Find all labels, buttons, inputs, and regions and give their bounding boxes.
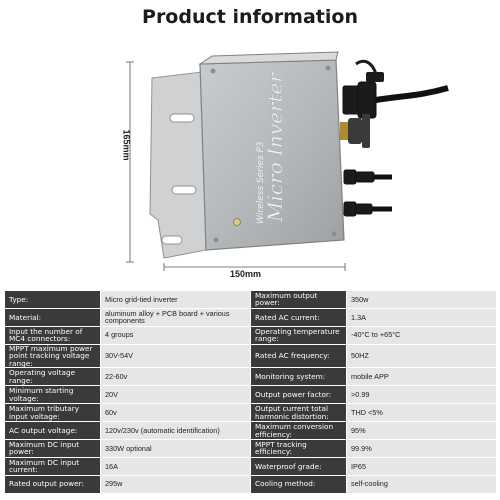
dust-cap (355, 59, 384, 82)
spec-value: 295w (100, 474, 251, 494)
spec-value: -40°C to +65°C (346, 325, 497, 345)
spec-value: 50HZ (346, 343, 497, 369)
spec-value: 120v/230v (automatic identification) (100, 421, 251, 441)
spec-value: 95% (346, 421, 497, 441)
table-row: Type: Micro grid-tied inverter Maximum o… (4, 290, 497, 309)
spec-key: Cooling method: (250, 474, 347, 494)
spec-value: THD <5% (346, 403, 497, 423)
spec-key: Operating temperature range: (250, 325, 347, 345)
spec-key: Maximum DC input power: (4, 439, 101, 458)
spec-key: Maximum DC input current: (4, 456, 101, 476)
spec-key: Minimum starting voltage: (4, 385, 101, 405)
table-row: Material: aluminum alloy + PCB board + v… (4, 307, 497, 327)
mounting-slots (161, 113, 197, 245)
table-row: Maximum tributary input voltage: 60v Out… (4, 403, 497, 423)
spec-key: Output power factor: (250, 385, 347, 405)
status-led (233, 218, 241, 226)
spec-value: 330W optional (100, 439, 251, 458)
table-row: Input the number of MC4 connectors: 4 gr… (4, 325, 497, 345)
page-title: Product information (142, 6, 358, 28)
table-row: Maximum DC input power: 330W optional MP… (4, 439, 497, 458)
spec-value: mobile APP (346, 367, 497, 387)
mounting-flange (149, 71, 207, 259)
spec-key: AC output voltage: (4, 421, 101, 441)
spec-key: MPPT maximum power point tracking voltag… (4, 343, 101, 369)
spec-value: IP65 (346, 456, 497, 476)
width-dimension-label: 150mm (230, 269, 262, 279)
series-text: Wireless Series P3 (256, 141, 266, 224)
spec-key: Type: (4, 290, 101, 309)
spec-table: Type: Micro grid-tied inverter Maximum o… (4, 290, 497, 494)
ac-connector (342, 81, 449, 119)
spec-key: Monitoring system: (250, 367, 347, 387)
spec-key: Rated AC frequency: (250, 343, 347, 369)
spec-value: Micro grid-tied inverter (100, 290, 251, 309)
spec-value: >0.99 (346, 385, 497, 405)
spec-value: 22-60v (100, 367, 251, 387)
brand-text: Micro Inverter (263, 72, 287, 223)
body-screws (210, 65, 337, 243)
product-illustration: Micro Inverter Wireless Series P3 (126, 51, 449, 271)
dc-connector-1 (343, 169, 392, 185)
antenna (340, 114, 370, 148)
spec-key: Input the number of MC4 connectors: (4, 325, 101, 345)
spec-key: Rated AC current: (250, 307, 347, 327)
spec-value: 350w (346, 290, 497, 309)
height-dimension-line (126, 61, 134, 263)
spec-value: 16A (100, 456, 251, 476)
spec-key: Rated output power: (4, 474, 101, 494)
spec-key: Maximum conversion efficiency: (250, 421, 347, 441)
table-row: Minimum starting voltage: 20V Output pow… (4, 385, 497, 405)
table-row: Operating voltage range: 22-60v Monitori… (4, 367, 497, 387)
spec-key: Maximum output power: (250, 290, 347, 309)
spec-value: 1.3A (346, 307, 497, 327)
spec-value: 99.9% (346, 439, 497, 458)
spec-key: Maximum tributary input voltage: (4, 403, 101, 423)
spec-key: Operating voltage range: (4, 367, 101, 387)
dc-connector-2 (343, 201, 392, 217)
spec-value: 30V-54V (100, 343, 251, 369)
table-row: AC output voltage: 120v/230v (automatic … (4, 421, 497, 441)
spec-key: MPPT tracking efficiency: (250, 439, 347, 458)
spec-value: 4 groups (100, 325, 251, 345)
spec-value: self-cooling (346, 474, 497, 494)
table-row: MPPT maximum power point tracking voltag… (4, 343, 497, 369)
spec-value: 60v (100, 403, 251, 423)
table-row: Rated output power: 295w Cooling method:… (4, 474, 497, 494)
spec-key: Output current total harmonic distortion… (250, 403, 347, 423)
spec-key: Material: (4, 307, 101, 327)
width-dimension-line (163, 263, 346, 271)
table-row: Maximum DC input current: 16A Waterproof… (4, 456, 497, 476)
spec-value: aluminum alloy + PCB board + various com… (100, 307, 251, 327)
spec-key: Waterproof grade: (250, 456, 347, 476)
height-dimension-label: 165mm (121, 129, 132, 161)
spec-value: 20V (100, 385, 251, 405)
